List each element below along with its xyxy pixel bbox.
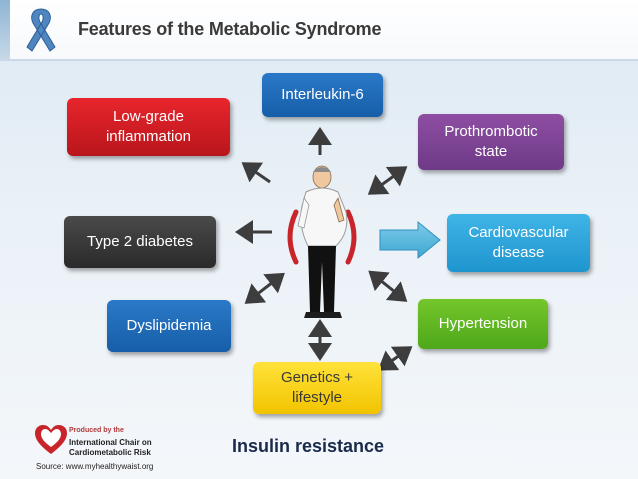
arrow-prothrombotic [367, 166, 408, 195]
arrow-hypertension [368, 270, 408, 302]
organization-name-line1: International Chair on [69, 438, 152, 447]
header-accent-bar [0, 0, 10, 60]
header [0, 0, 638, 60]
node-dyslipidemia: Dyslipidemia [107, 300, 231, 352]
node-prothrombotic-state: Prothrombotic state [418, 114, 564, 170]
arrow-to-inflammation [241, 162, 271, 184]
arrow-genetics-hypertension [377, 346, 413, 371]
node-type-2-diabetes: Type 2 diabetes [64, 216, 216, 268]
arrow-to-cardiovascular [379, 220, 441, 260]
node-genetics-lifestyle: Genetics + lifestyle [253, 362, 381, 414]
right-bracket [345, 209, 357, 265]
produced-by-text: Produced by the [69, 427, 124, 434]
awareness-ribbon-icon [26, 8, 56, 52]
organization-name-line2: Cardiometabolic Risk [69, 448, 151, 457]
node-interleukin-6: Interleukin-6 [262, 73, 383, 117]
arrow-dyslipidemia [244, 272, 285, 304]
node-cardiovascular-disease: Cardiovascular disease [447, 214, 590, 272]
header-divider [0, 59, 638, 61]
slide-title: Features of the Metabolic Syndrome [78, 19, 382, 39]
insulin-resistance-label: Insulin resistance [232, 436, 385, 456]
node-hypertension: Hypertension [418, 299, 548, 349]
source-text: Source: www.myhealthywaist.org [36, 462, 154, 471]
heart-logo-icon [35, 425, 67, 454]
node-low-grade-inflammation: Low-grade inflammation [67, 98, 230, 156]
left-bracket [287, 209, 299, 265]
man-figure [297, 165, 348, 318]
